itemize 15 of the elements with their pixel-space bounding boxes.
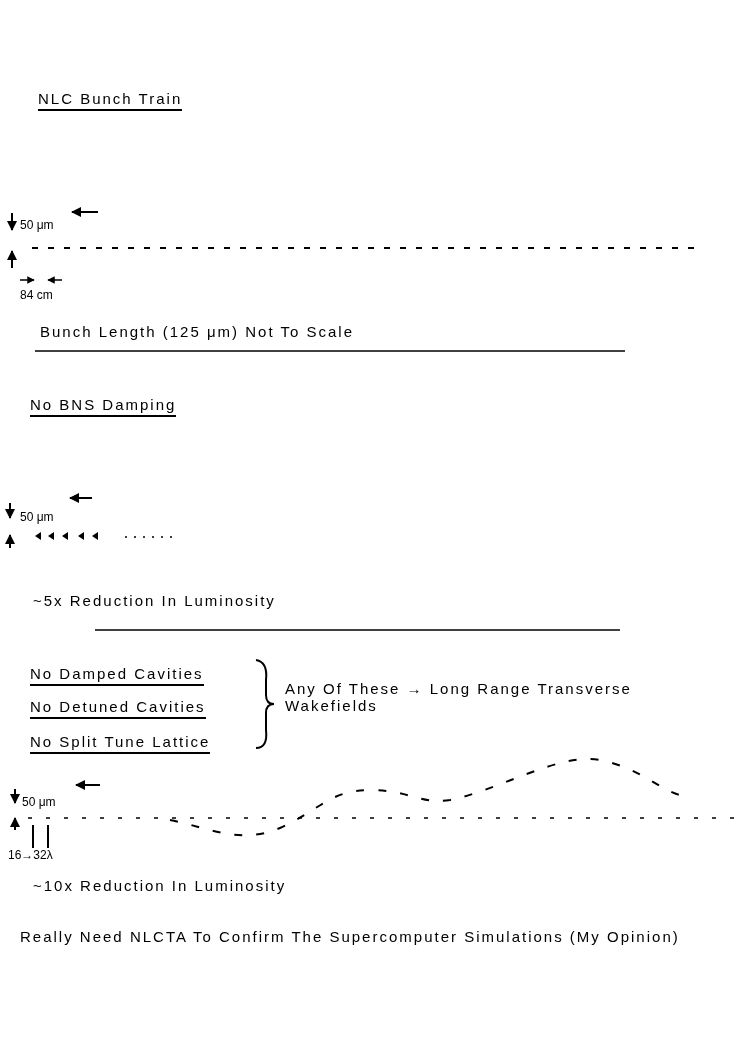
- conclusion-text: Any Of These → Long Range Transverse Wakefields: [285, 680, 633, 714]
- dimension-label: 50 μm: [22, 795, 56, 809]
- condition-text: No Split Tune Lattice: [30, 733, 211, 754]
- condition-text: No Damped Cavities: [30, 665, 204, 686]
- title: NLC Bunch Train: [38, 90, 183, 111]
- heading: No BNS Damping: [30, 396, 177, 417]
- note: Really Need NLCTA To Confirm The Supercomputer Simulations (My Opinion): [20, 928, 681, 945]
- dimension-label: 84 cm: [20, 288, 53, 302]
- dimension-label: 16→32λ: [8, 848, 53, 862]
- dimension-label: 50 μm: [20, 218, 54, 232]
- note: ~5x Reduction In Luminosity: [33, 592, 276, 609]
- dimension-label: 50 μm: [20, 510, 54, 524]
- note: ~10x Reduction In Luminosity: [33, 877, 287, 894]
- note: Bunch Length (125 μm) Not To Scale: [40, 323, 354, 340]
- condition-text: No Detuned Cavities: [30, 698, 206, 719]
